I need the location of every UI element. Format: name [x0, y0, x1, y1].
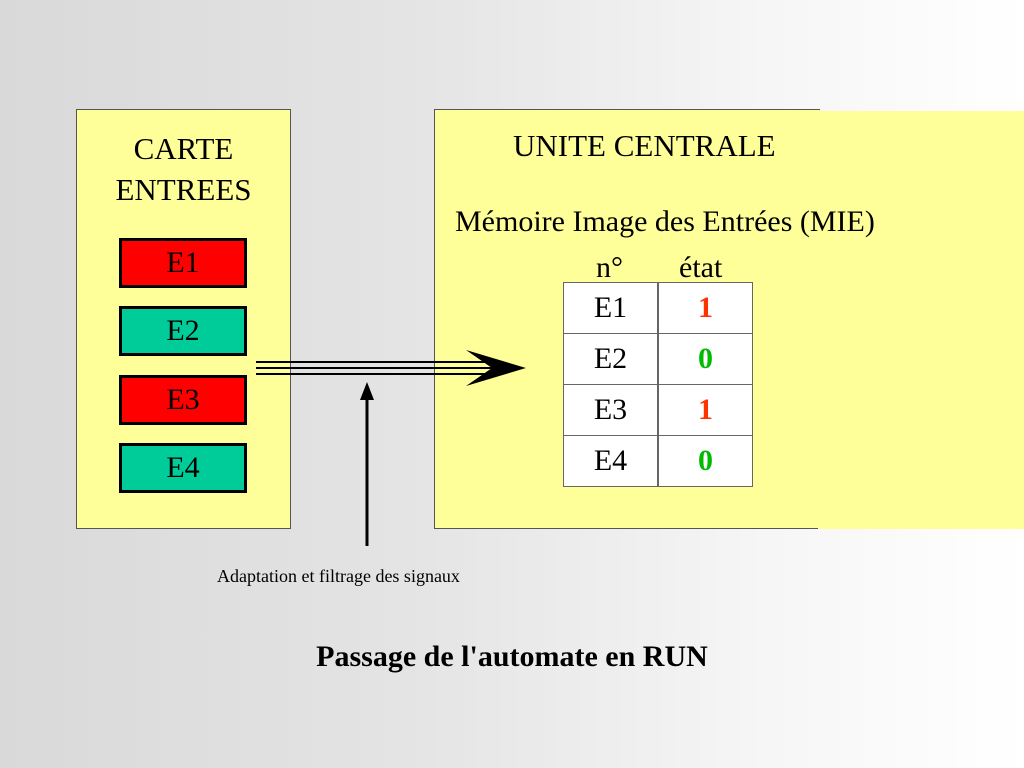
mie-cell-state-e1: 1 [658, 282, 753, 334]
central-unit-panel-extension [818, 111, 1024, 529]
mie-title: Mémoire Image des Entrées (MIE) [455, 205, 875, 238]
mie-column-number-header: n° [596, 251, 623, 284]
slide-title: Passage de l'automate en RUN [316, 640, 708, 673]
mie-cell-n-e3: E3 [563, 384, 658, 436]
mie-cell-state-e2: 0 [658, 333, 753, 385]
input-e4-box: E4 [119, 443, 247, 493]
signal-filtering-caption: Adaptation et filtrage des signaux [217, 566, 460, 586]
transfer-arrow [256, 350, 526, 386]
filter-pointer-arrow [360, 382, 374, 546]
central-unit-title: UNITE CENTRALE [513, 128, 776, 163]
input-e3-box: E3 [119, 375, 247, 425]
mie-cell-state-e4: 0 [658, 435, 753, 487]
mie-cell-n-e2: E2 [563, 333, 658, 385]
input-card-title-line2: ENTREES [115, 172, 252, 207]
input-card-title: CARTE ENTREES [76, 128, 291, 210]
input-e2-box: E2 [119, 306, 247, 356]
mie-cell-n-e4: E4 [563, 435, 658, 487]
input-e1-box: E1 [119, 238, 247, 288]
mie-cell-state-e3: 1 [658, 384, 753, 436]
input-card-title-line1: CARTE [133, 131, 234, 166]
mie-cell-n-e1: E1 [563, 282, 658, 334]
mie-column-state-header: état [679, 251, 723, 284]
